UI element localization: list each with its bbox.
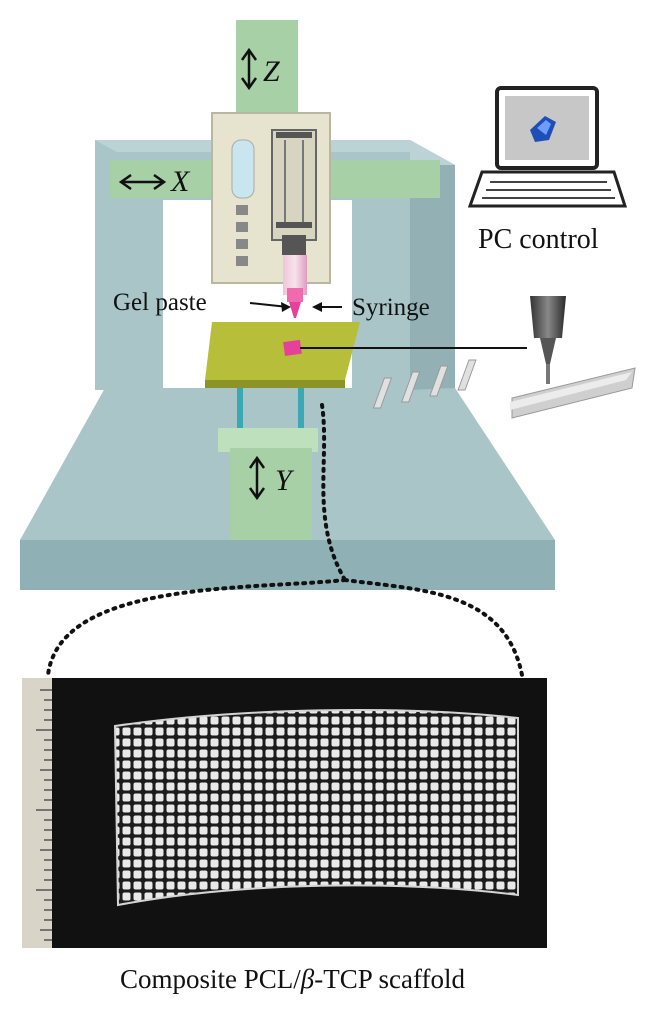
laptop-icon <box>467 86 628 208</box>
print-bed <box>205 322 360 380</box>
base-front <box>20 540 555 590</box>
syringe-tip <box>289 302 301 318</box>
gel-paste-label: Gel paste <box>113 289 207 316</box>
y-axis-arrow-icon <box>248 455 266 501</box>
head-slot <box>271 129 317 241</box>
head-display <box>231 139 255 199</box>
zoom-line-left <box>46 578 347 677</box>
z-axis-label: Z <box>263 55 280 88</box>
x-axis-label: X <box>171 165 190 198</box>
y-axis-label: Y <box>275 464 292 497</box>
scaffold-grid <box>113 709 519 907</box>
z-axis-arrow-icon <box>240 47 258 91</box>
zoom-line-right <box>343 578 524 677</box>
bed-sample <box>283 339 302 357</box>
syringe-label: Syringe <box>352 294 430 321</box>
frame-right-side <box>410 140 455 390</box>
caption-suffix: -TCP scaffold <box>314 964 465 994</box>
scaffold-photo <box>22 678 547 948</box>
pc-control-label: PC control <box>478 224 599 255</box>
extrusion-nozzle-icon <box>372 296 636 419</box>
caption-prefix: Composite PCL/ <box>120 964 301 994</box>
ruler <box>22 678 52 948</box>
y-rail <box>230 448 312 540</box>
figure-caption: Composite PCL/β-TCP scaffold <box>0 966 585 993</box>
caption-beta: β <box>300 964 315 994</box>
cable-dotted <box>320 403 347 582</box>
x-axis-arrow-icon <box>118 173 167 191</box>
z-column <box>236 20 298 115</box>
